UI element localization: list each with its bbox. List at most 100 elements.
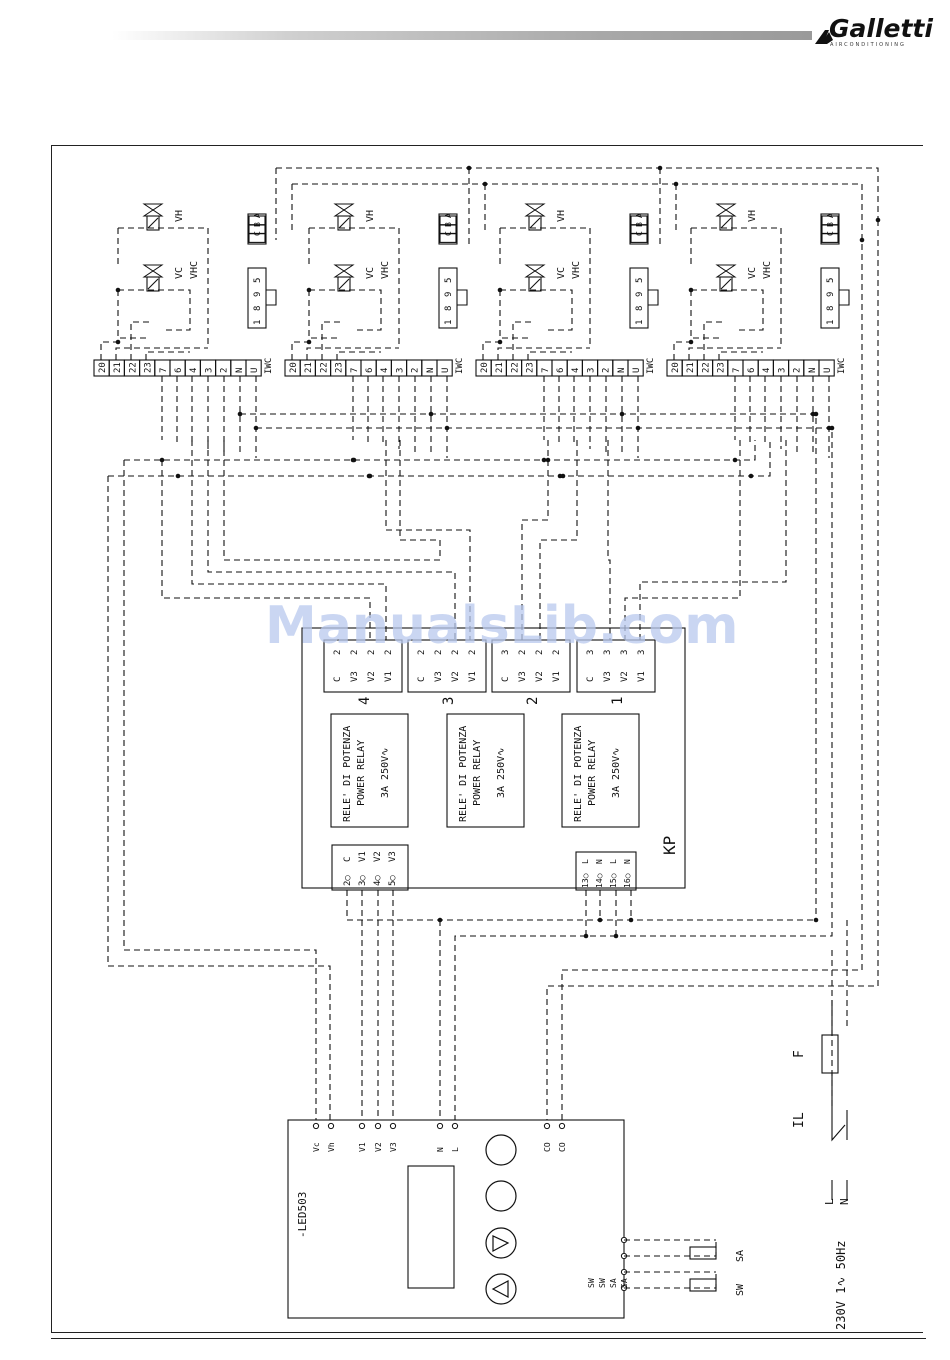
unit-2-wire — [306, 347, 399, 360]
kp-input-wire — [521, 440, 549, 640]
kp-input-wire — [624, 440, 741, 640]
unit-3-label-vc: VC — [556, 267, 567, 279]
led503-terminal-label: V1 — [358, 1142, 367, 1152]
kp-input-name: V3 — [388, 851, 398, 862]
unit-2-sensor-label: A — [444, 213, 453, 218]
sensor-sa-label: SA — [735, 1250, 746, 1262]
unit-2-sensor2-label: 8 — [444, 306, 454, 311]
footer-line — [51, 1338, 926, 1339]
terminal-ring — [374, 1122, 382, 1130]
kp-connector-pin-name: V3 — [350, 671, 360, 682]
unit-4-sensor2-label: 9 — [826, 292, 836, 297]
junction-dot — [367, 473, 373, 479]
unit-2-valve-wire — [309, 289, 382, 331]
led503-button — [485, 1134, 517, 1166]
kp-input-term: 4○ — [373, 875, 383, 886]
kp-relay-line1: RELE' DI POTENZA — [342, 726, 353, 822]
unit-4-terminal-label-U: U — [823, 368, 833, 373]
unit-3-sensor-box — [630, 232, 648, 243]
kp-relay-line3: 3A 250V∿ — [380, 747, 391, 798]
unit-3-terminal-label-22: 22 — [510, 362, 520, 373]
kp-connector-1 — [576, 639, 656, 693]
unit-1-terminal-label-23: 23 — [144, 362, 154, 373]
unit-4-sensor-box2 — [820, 267, 840, 329]
unit-4-terminal-label-4: 4 — [762, 368, 772, 373]
unit-3-terminal-label-6: 6 — [556, 368, 566, 373]
junction-dot — [437, 917, 443, 923]
unit-1-label-vhc: VHC — [189, 261, 200, 279]
unit-2-sensor2-label: 1 — [444, 320, 454, 325]
unit-2-terminal-label-2: 2 — [411, 368, 421, 373]
unit-1-label-vh: VH — [174, 210, 185, 222]
terminal-ring — [558, 1122, 566, 1130]
unit-3-sensor-label: C — [635, 231, 644, 236]
unit-2-valve-mark — [338, 278, 350, 290]
unit-4-terminal-name: IWC — [837, 358, 847, 374]
kp-connector-pin-num: 3 — [603, 650, 613, 655]
unit-1-wire — [115, 347, 208, 360]
unit-2-terminal-U — [436, 359, 453, 377]
unit-4-terminal-U — [818, 359, 835, 377]
unit-3-terminal-name: IWC — [646, 358, 656, 374]
kp-power-term: 14○ — [595, 873, 604, 888]
junction-dot — [813, 917, 819, 923]
terminal-ring — [543, 1122, 551, 1130]
unit-1-terminal-label-3: 3 — [204, 368, 214, 373]
unit-1-terminal-label-N: N — [235, 368, 245, 373]
unit-2-wire — [291, 341, 309, 360]
unit-4-sensor-bracket — [839, 289, 850, 306]
kp-connector-pin-name: V1 — [637, 671, 647, 682]
led503-terminal-label: CO — [543, 1142, 552, 1152]
unit-1-valve-mark — [147, 278, 159, 290]
kp-input-wire — [639, 440, 787, 640]
terminal-ring — [451, 1122, 459, 1130]
unit-1-sensor-label: C — [253, 231, 262, 236]
unit-4-sensor2-label: 5 — [826, 278, 836, 283]
led503-terminal-label: CO — [558, 1142, 567, 1152]
junction-dot — [306, 339, 312, 345]
switch-label: IL — [792, 1112, 807, 1128]
kp-input-name: V2 — [373, 851, 383, 862]
unit-2-wire — [336, 351, 381, 360]
kp-connector-pin-name: V3 — [434, 671, 444, 682]
brand-tagline: AIRCONDITIONING — [830, 42, 906, 48]
junction-dot — [115, 287, 121, 293]
unit-3-sensor-label: A — [635, 213, 644, 218]
terminal-ring — [358, 1122, 366, 1130]
kp-connector-pin-name: C — [586, 677, 596, 682]
kp-connector-pin-num: 2 — [535, 650, 545, 655]
unit-2-sensor-bracket — [457, 289, 468, 306]
sensor-sw-label: SW — [735, 1283, 746, 1296]
kp-input-block — [331, 844, 409, 891]
bus-line-2 — [108, 440, 771, 477]
led503-display — [407, 1165, 455, 1289]
supply-l-label: L — [823, 1198, 836, 1205]
kp-input-wire — [223, 440, 441, 561]
junction-dot — [306, 287, 312, 293]
brand-name: Galletti — [829, 14, 933, 43]
unit-2-label-vhc: VHC — [380, 261, 391, 279]
unit-2-sensor2-label: 5 — [444, 278, 454, 283]
unit-1-sensor2-label: 1 — [253, 320, 263, 325]
page-header: Galletti AIRCONDITIONING — [0, 0, 950, 60]
kp-connector-pin-num: 2 — [518, 650, 528, 655]
unit-3-valve-body-icon — [524, 270, 546, 278]
terminal-ring — [312, 1122, 320, 1130]
fuse-label: F — [792, 1050, 807, 1058]
terminal-ring — [327, 1122, 335, 1130]
unit-3-sensor-box2 — [629, 267, 649, 329]
unit-2-terminal-label-N: N — [426, 368, 436, 373]
kp-connector-pin-name: C — [417, 677, 427, 682]
fuse-icon — [821, 1034, 839, 1074]
unit-4-sensor-box — [821, 232, 839, 243]
kp-input-name: C — [343, 857, 353, 862]
unit-2-sensor2-label: 9 — [444, 292, 454, 297]
unit-3-sensor2-label: 5 — [635, 278, 645, 283]
junction-dot — [613, 933, 619, 939]
kp-input-term: 2○ — [343, 875, 353, 886]
kp-input-wire — [607, 440, 611, 640]
led503-terminal-label: V2 — [374, 1142, 383, 1152]
unit-4-terminal-label-N: N — [808, 368, 818, 373]
kp-connector-pin-num: 2 — [434, 650, 444, 655]
unit-1-terminal-label-20: 20 — [98, 362, 108, 373]
